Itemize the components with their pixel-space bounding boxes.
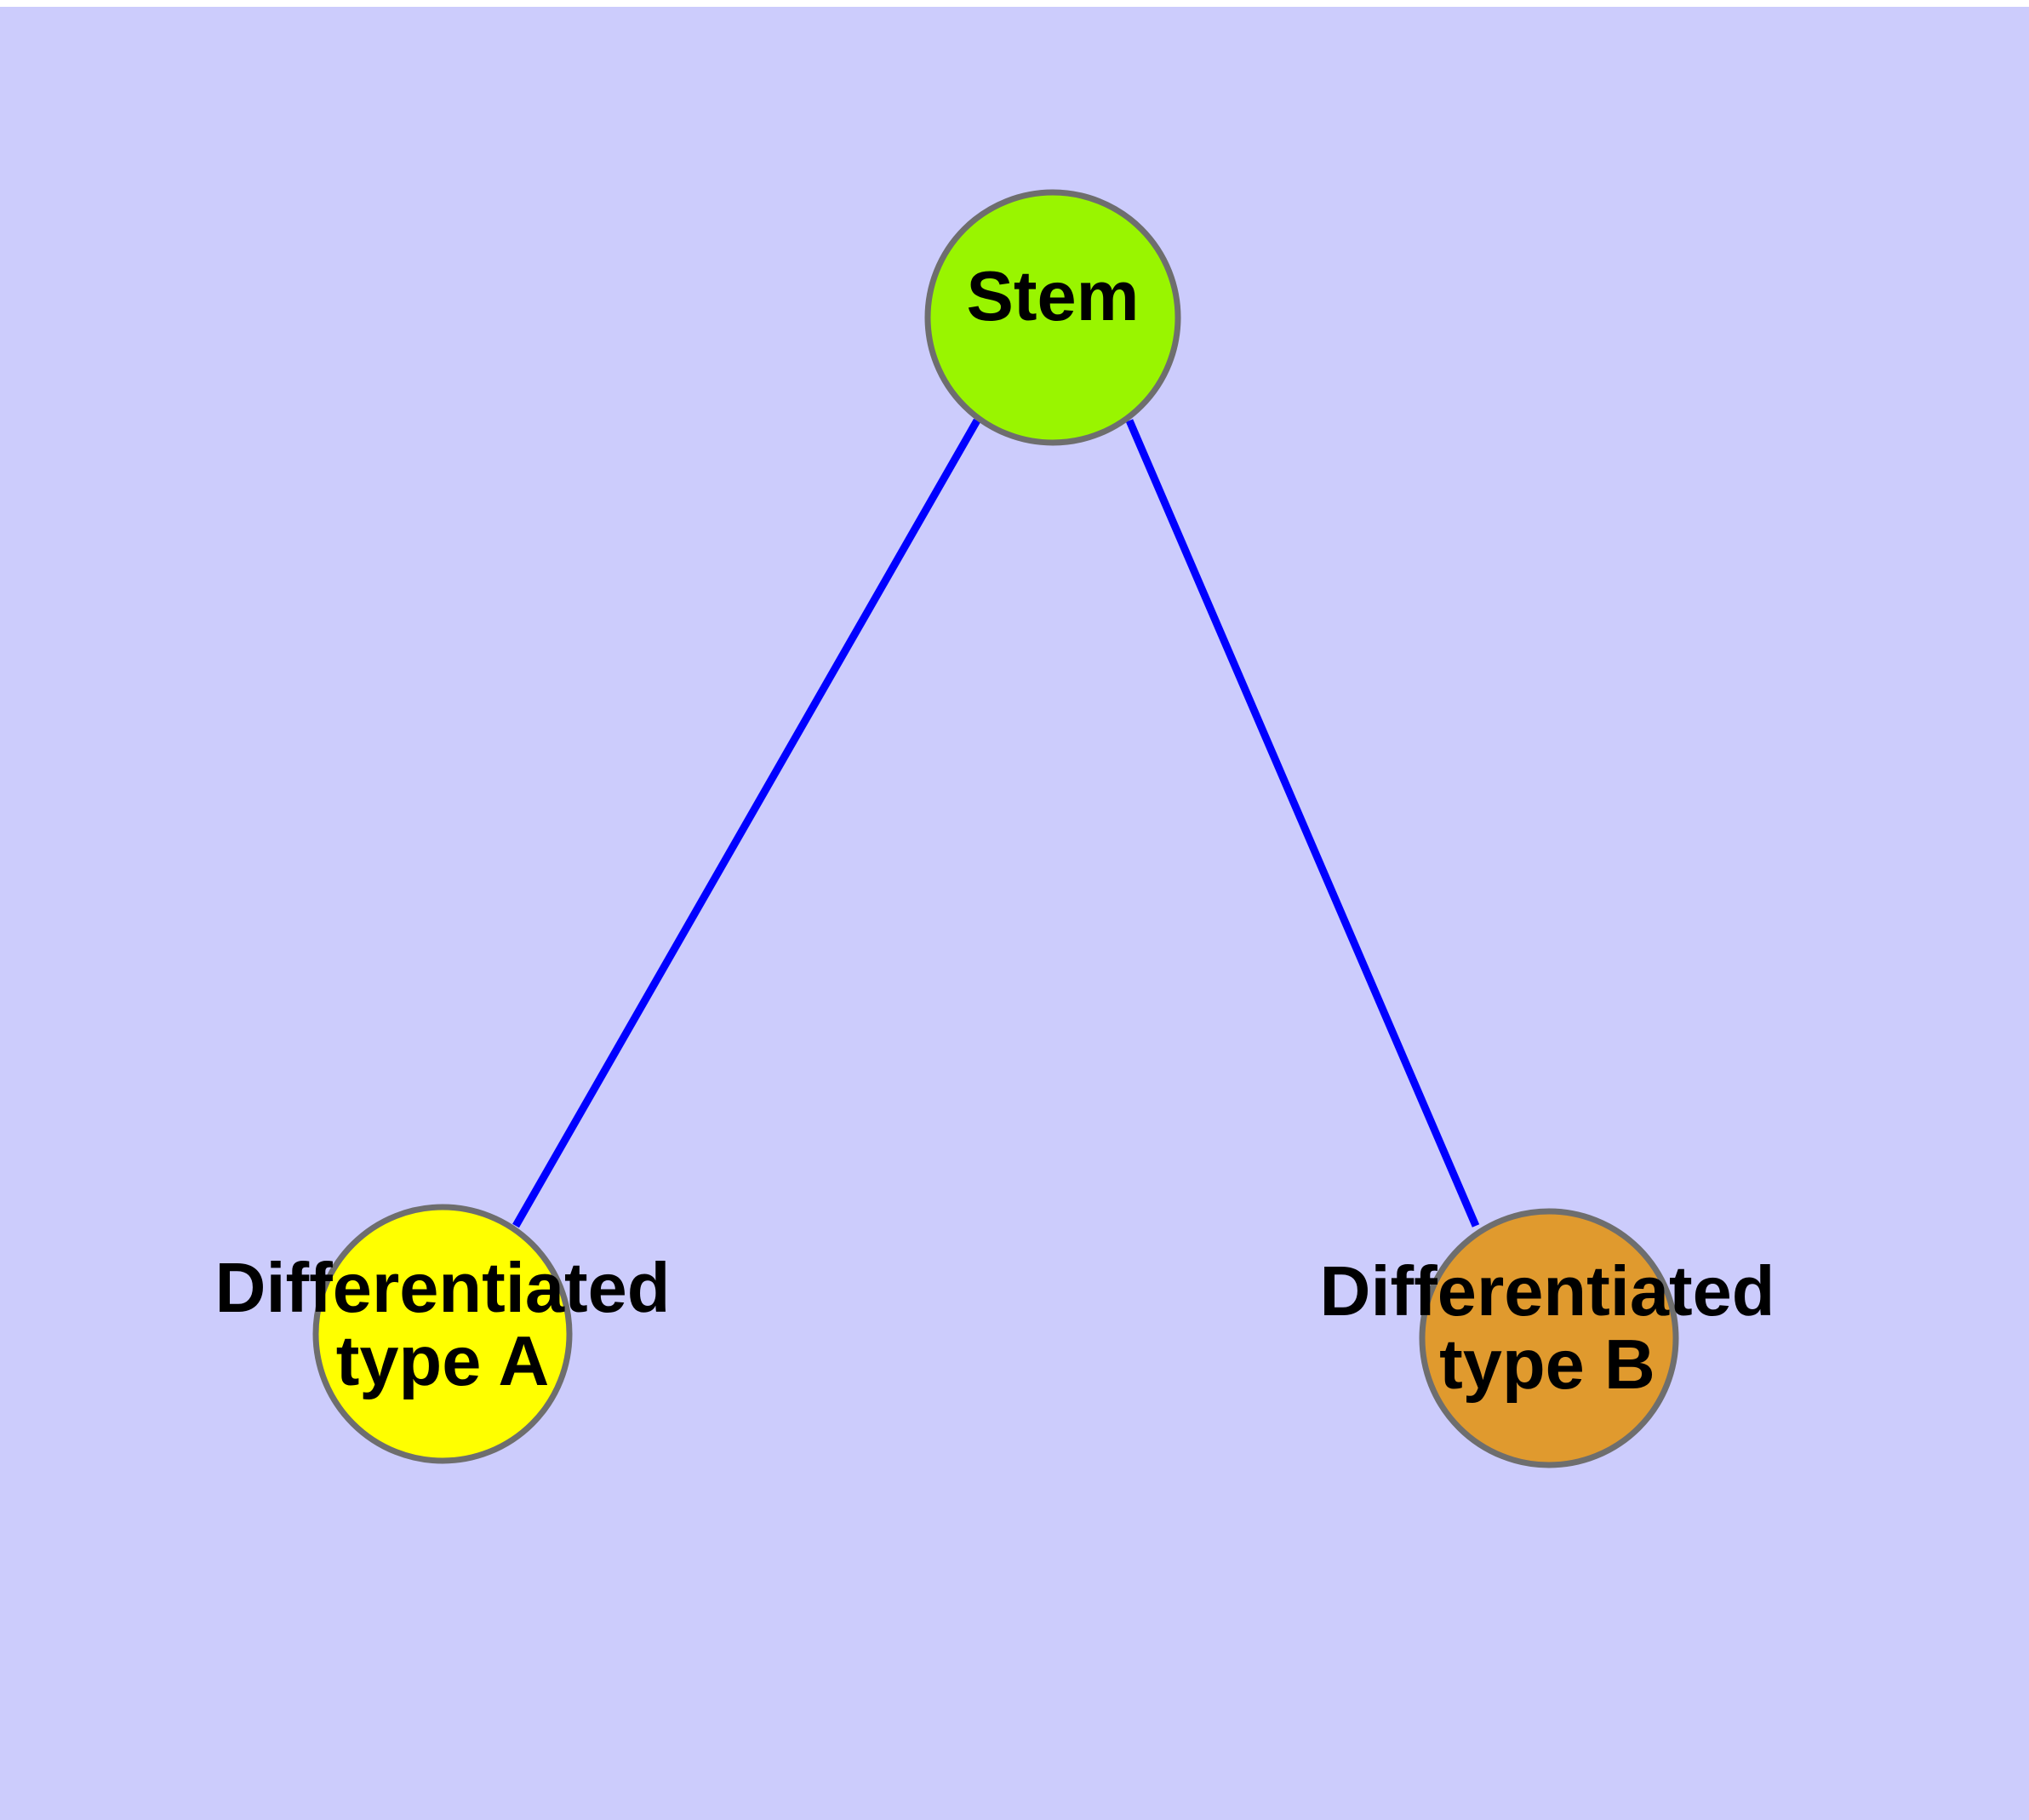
edge-stem-to-differentiated-type-a[interactable] <box>512 418 980 1228</box>
edge-layer <box>512 418 1480 1228</box>
node-stem[interactable] <box>924 189 1181 446</box>
node-differentiated-type-b[interactable] <box>1419 1208 1679 1468</box>
node-differentiated-type-a[interactable] <box>312 1204 573 1464</box>
edge-stem-to-differentiated-type-b[interactable] <box>1125 419 1480 1228</box>
node-layer <box>312 189 1679 1468</box>
